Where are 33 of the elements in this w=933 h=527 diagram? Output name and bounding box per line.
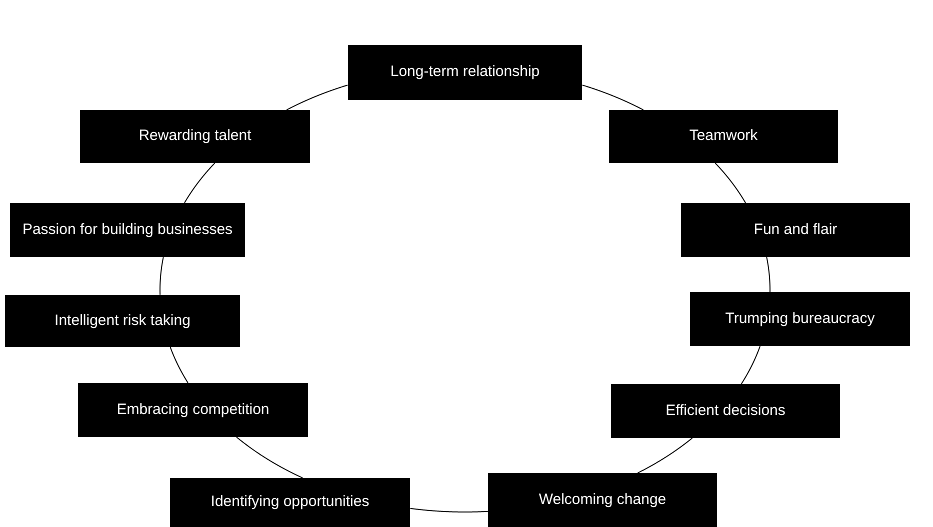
- value-box: [348, 45, 582, 100]
- value-label: Efficient decisions: [666, 402, 786, 420]
- ring-connector: [160, 256, 164, 296]
- value-label: Long-term relationship: [390, 64, 540, 81]
- value-label: Fun and flair: [754, 222, 838, 238]
- value-label: Rewarding talent: [138, 128, 252, 145]
- value-box: [609, 110, 838, 163]
- value-box: [690, 292, 910, 346]
- value-label: Trumping bureaucracy: [725, 310, 875, 328]
- value-label: Teamwork: [689, 128, 758, 145]
- value-box: [80, 110, 310, 163]
- value-box: [170, 478, 410, 527]
- ring-connector: [637, 438, 693, 474]
- value-box: [5, 295, 240, 347]
- ring-connector: [170, 346, 188, 384]
- ring-connector: [184, 162, 216, 204]
- ring-connector: [286, 84, 348, 110]
- ring-connector: [236, 436, 304, 478]
- value-label: Intelligent risk taking: [54, 312, 190, 330]
- value-label: Identifying opportunities: [210, 494, 370, 511]
- value-label: Welcoming change: [538, 492, 666, 508]
- value-box: [78, 383, 308, 437]
- value-box: [10, 203, 245, 257]
- ring-connector: [582, 84, 644, 110]
- value-label: Embracing competition: [116, 402, 270, 418]
- value-box: [611, 384, 840, 438]
- ring-connector: [714, 162, 746, 204]
- ring-connector: [740, 346, 761, 384]
- ring-connector: [410, 508, 488, 512]
- value-box: [488, 473, 717, 527]
- value-label: Passion for building businesses: [22, 222, 233, 238]
- value-box: [681, 203, 910, 257]
- ring-connector: [766, 256, 770, 292]
